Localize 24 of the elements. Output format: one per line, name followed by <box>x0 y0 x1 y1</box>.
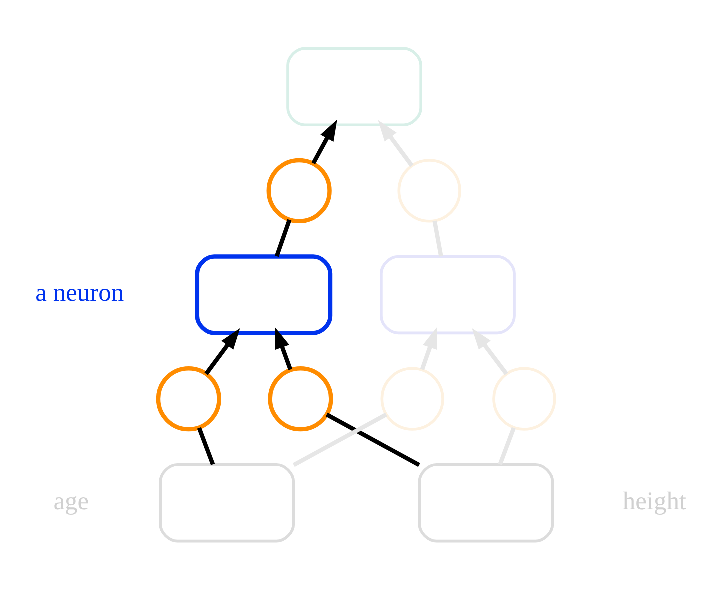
connector <box>432 220 444 257</box>
connector <box>498 427 516 466</box>
connector <box>326 412 420 468</box>
arrow <box>378 120 414 168</box>
connector <box>274 219 292 258</box>
arrow <box>312 120 338 164</box>
node-box <box>159 463 296 543</box>
arrow <box>204 328 240 376</box>
node-circle <box>266 158 332 224</box>
connector <box>292 412 388 468</box>
connector <box>197 427 216 466</box>
node-circle <box>398 159 462 223</box>
node-circle <box>380 367 444 431</box>
node-circle <box>156 366 222 432</box>
node-box <box>286 47 422 127</box>
node-label: a neuron <box>36 278 124 308</box>
arrow <box>420 327 438 370</box>
node-circle <box>492 367 556 431</box>
node-box <box>380 255 516 335</box>
node-box <box>418 463 554 543</box>
arrow <box>472 328 508 376</box>
node-circle <box>268 366 334 432</box>
node-box <box>195 254 333 336</box>
arrow <box>275 328 293 370</box>
